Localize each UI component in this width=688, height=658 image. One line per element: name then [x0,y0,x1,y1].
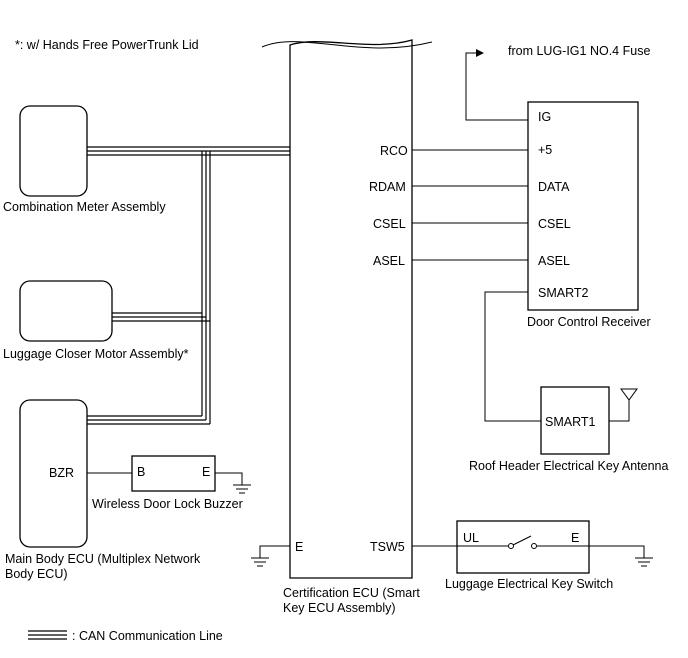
arrow-icon [476,49,484,57]
receiver-pin-ig: IG [538,110,551,124]
fuse-supply: from LUG-IG1 NO.4 Fuse [465,44,650,121]
receiver-label: Door Control Receiver [527,315,651,329]
luggage-closer-box [19,280,113,342]
key-switch-pin-ul: UL [463,531,479,545]
key-switch-pin-e: E [571,531,579,545]
door-control-receiver-box [527,101,639,311]
certification-ecu-label-1: Certification ECU (Smart [283,586,420,600]
switch-icon [457,535,589,549]
can-bus-lines [87,146,290,425]
buzzer-pin-e: E [202,465,210,479]
ecu-pin-asel: ASEL [373,254,405,268]
luggage-closer-label: Luggage Closer Motor Assembly* [3,347,189,361]
ground-icon [233,484,251,494]
buzzer-pin-b: B [137,465,145,479]
certification-ecu-label-2: Key ECU Assembly) [283,601,396,615]
main-body-ecu-label-2: Body ECU) [5,567,68,581]
ecu-pin-rco: RCO [380,144,408,158]
fuse-label: from LUG-IG1 NO.4 Fuse [508,44,650,58]
combination-meter-label: Combination Meter Assembly [3,200,166,214]
antenna-pin-smart1: SMART1 [545,415,596,429]
ecu-pin-e: E [295,540,303,554]
ecu-pin-csel: CSEL [373,217,406,231]
receiver-pin-plus5: +5 [538,143,552,157]
buzzer-label: Wireless Door Lock Buzzer [92,497,243,511]
ecu-pin-tsw5: TSW5 [370,540,405,554]
main-body-ecu-pin-bzr: BZR [49,466,74,480]
note-text: *: w/ Hands Free PowerTrunk Lid [15,38,199,52]
receiver-pin-smart2: SMART2 [538,286,589,300]
key-switch-label: Luggage Electrical Key Switch [445,577,613,591]
antenna-box [540,386,610,455]
receiver-pin-csel: CSEL [538,217,571,231]
main-body-ecu-label-1: Main Body ECU (Multiplex Network [5,552,201,566]
antenna-label: Roof Header Electrical Key Antenna [469,459,668,473]
certification-ecu-box [261,39,433,579]
receiver-pin-asel: ASEL [538,254,570,268]
can-legend-symbol [28,630,67,640]
receiver-pin-data: DATA [538,180,570,194]
combination-meter-box [19,105,88,197]
ecu-pin-rdam: RDAM [369,180,406,194]
ground-icon [251,557,269,567]
antenna-icon [620,388,638,401]
ground-icon [635,557,653,567]
key-switch-box [456,520,590,574]
can-legend-label: : CAN Communication Line [72,629,223,643]
